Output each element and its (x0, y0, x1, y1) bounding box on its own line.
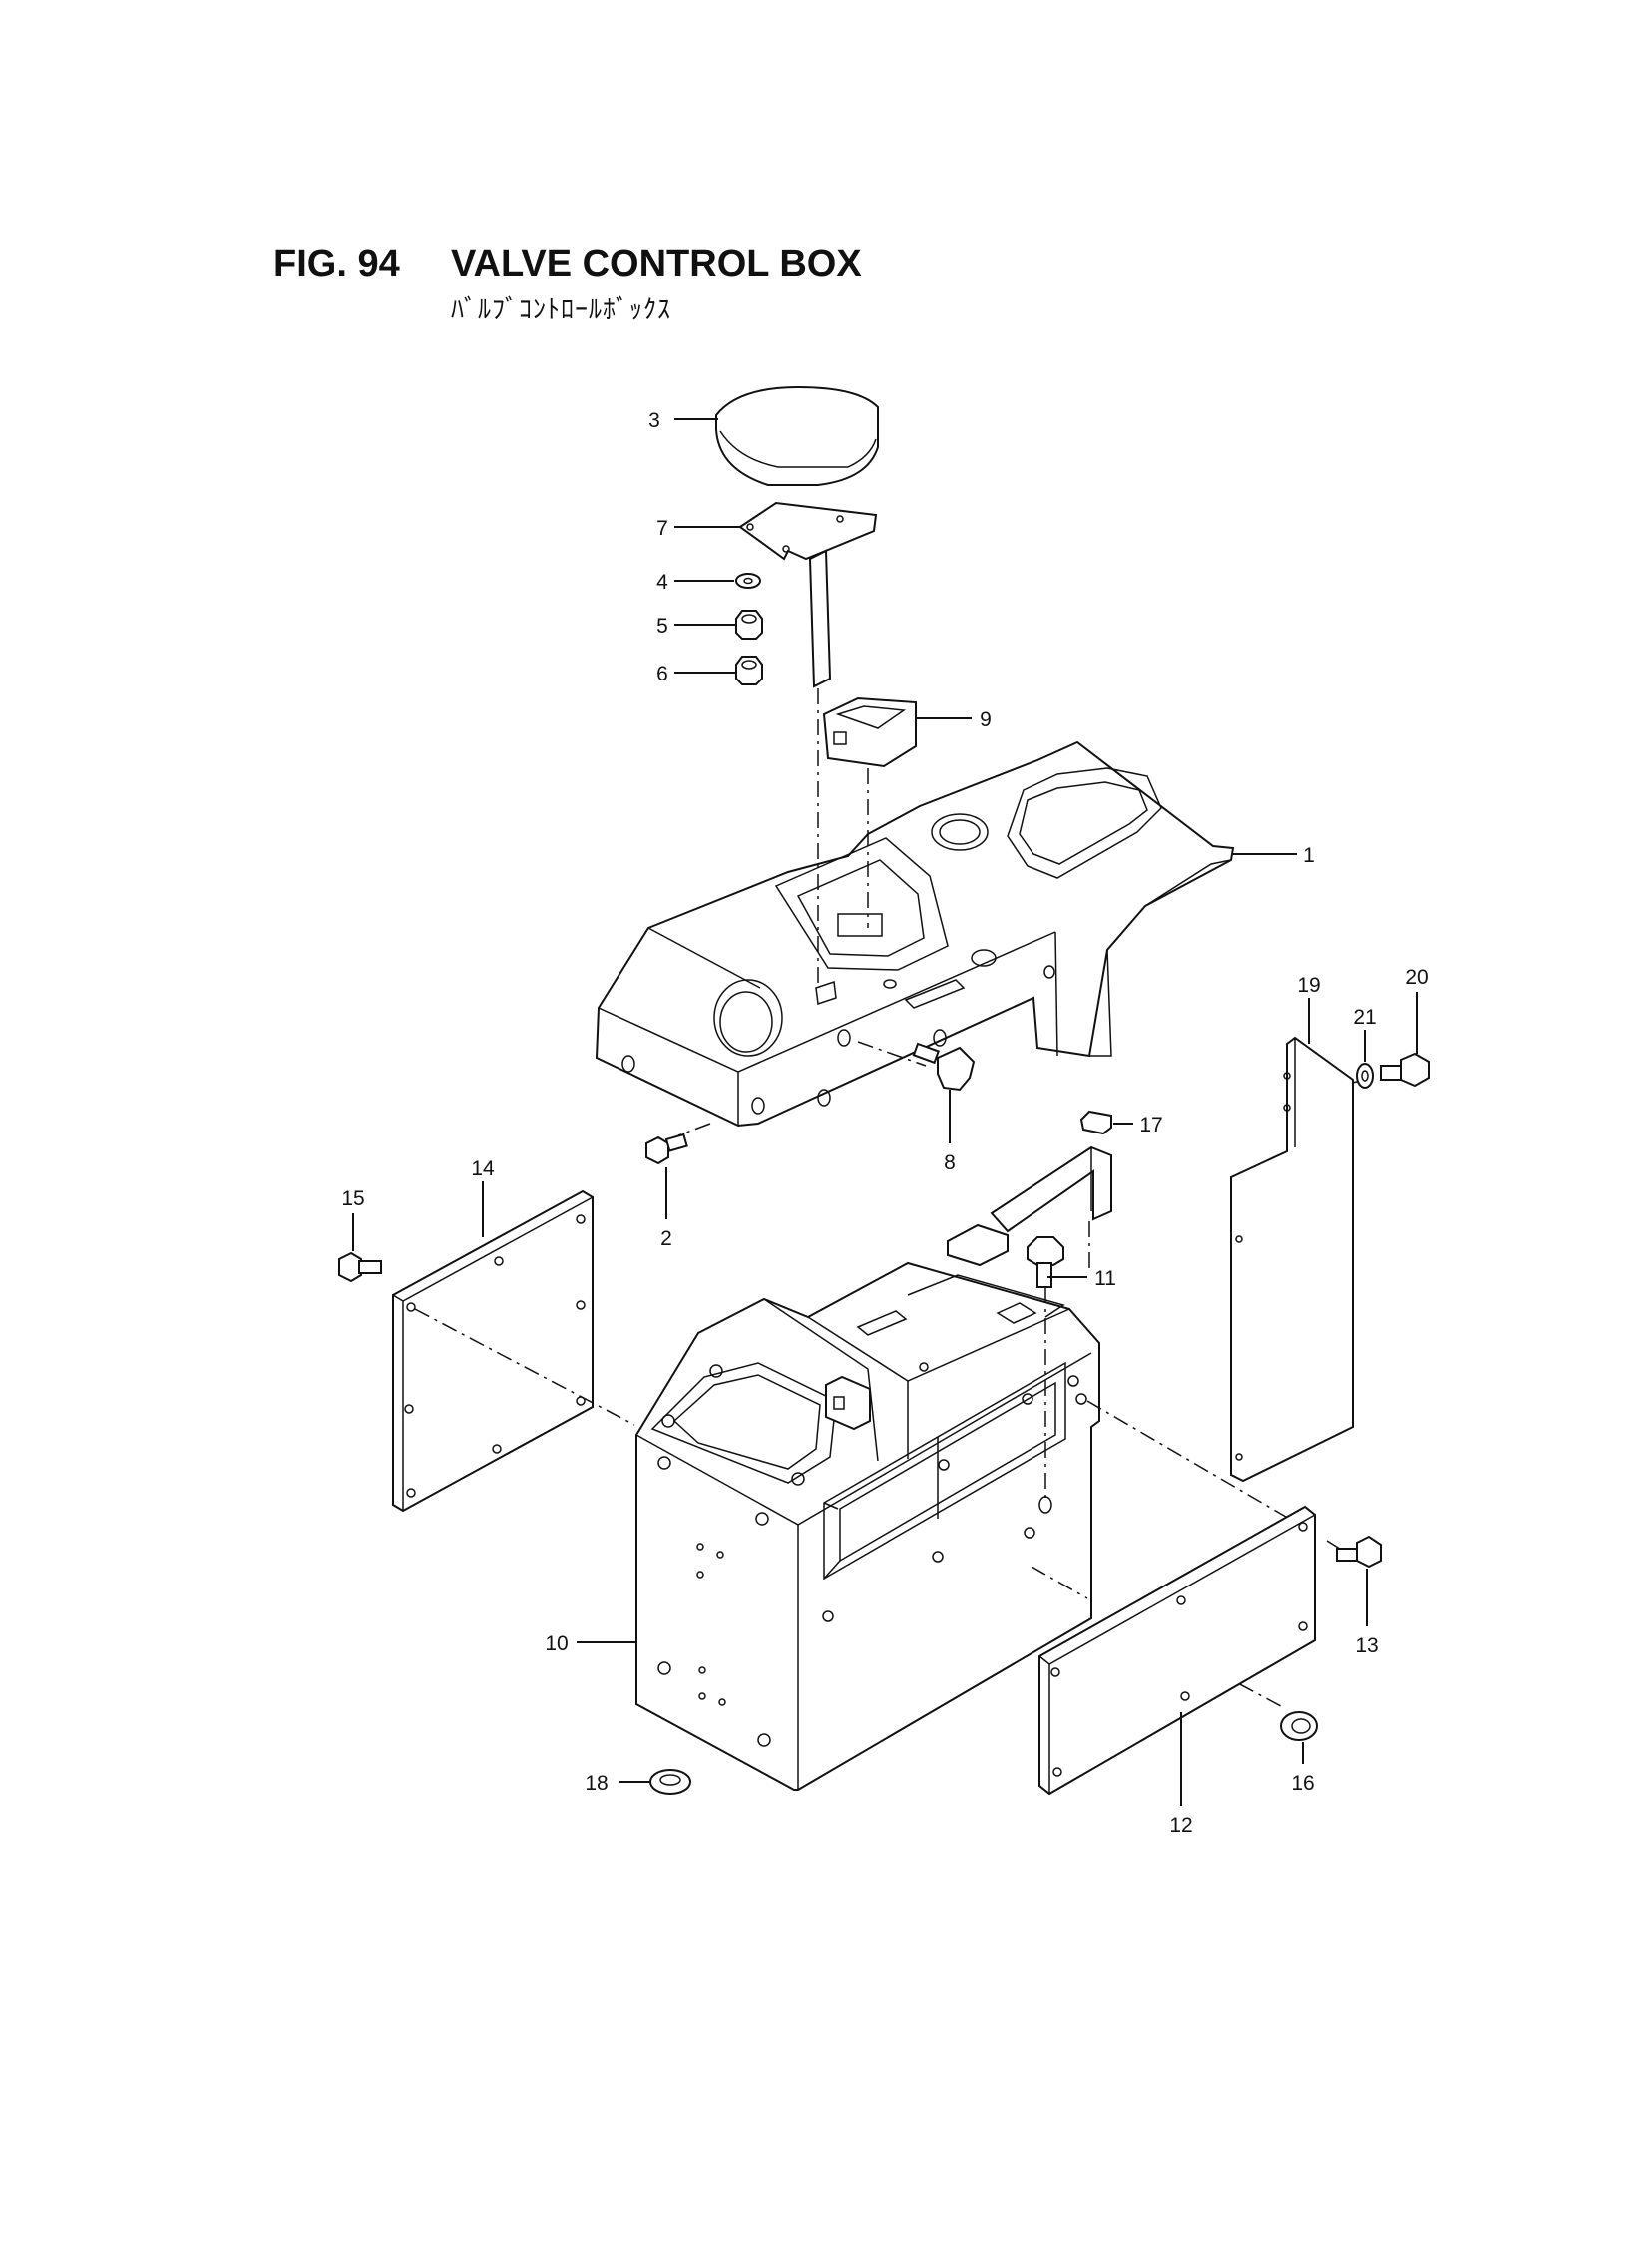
part-16-grommet (1280, 1711, 1318, 1741)
part-7-bracket (738, 501, 878, 688)
callout-19: 19 (1297, 974, 1320, 997)
part-14-left-cover (392, 1189, 594, 1513)
box-upper-bracket (947, 1145, 1112, 1267)
figure-number: FIG. 94 (273, 243, 400, 285)
callout-numbers: 3 7 4 5 6 9 1 8 2 17 11 19 21 20 14 15 1… (341, 409, 1428, 1837)
callout-10: 10 (545, 1632, 568, 1655)
callout-5: 5 (656, 615, 668, 638)
callout-7: 7 (656, 517, 668, 540)
part-17-cap (1079, 1110, 1112, 1135)
callout-20: 20 (1405, 966, 1428, 989)
callout-17: 17 (1139, 1114, 1162, 1136)
part-20-bolt (1380, 1052, 1430, 1088)
callout-11: 11 (1094, 1267, 1116, 1290)
callout-8: 8 (944, 1151, 956, 1174)
part-21-washer (1356, 1063, 1374, 1089)
part-11-bolt (1027, 1236, 1064, 1288)
part-15-bolt (338, 1251, 382, 1283)
callout-21: 21 (1353, 1006, 1376, 1029)
figure-title: VALVE CONTROL BOX (451, 243, 862, 285)
leader-lines (352, 418, 1418, 1806)
part-18-grommet (649, 1769, 691, 1795)
callout-14: 14 (471, 1157, 495, 1180)
part-1-console-cover (595, 740, 1235, 1128)
part-8-knob-bolt (912, 1042, 976, 1092)
callout-9: 9 (980, 708, 992, 731)
part-10-control-box (635, 1261, 1100, 1791)
part-19-side-cover (1230, 1036, 1354, 1483)
part-3-armrest-pad (715, 385, 879, 486)
callout-18: 18 (585, 1772, 608, 1795)
callout-15: 15 (341, 1187, 364, 1210)
callout-2: 2 (660, 1227, 672, 1250)
callout-12: 12 (1169, 1814, 1192, 1837)
part-5-nut (735, 610, 763, 640)
callout-4: 4 (656, 571, 668, 594)
part-2-bolt (645, 1133, 688, 1165)
part-9-switch-housing (822, 696, 917, 768)
figure-subtitle-japanese: ﾊﾞﾙﾌﾞｺﾝﾄﾛｰﾙﾎﾞｯｸｽ (451, 295, 672, 325)
callout-1: 1 (1303, 844, 1315, 867)
part-6-nut (735, 656, 763, 685)
callout-3: 3 (648, 409, 660, 432)
callout-16: 16 (1291, 1772, 1314, 1795)
part-13-bolt (1336, 1535, 1382, 1569)
callout-13: 13 (1355, 1634, 1378, 1657)
part-12-right-cover (1038, 1505, 1316, 1796)
part-4-washer (735, 573, 761, 589)
callout-6: 6 (656, 663, 668, 685)
